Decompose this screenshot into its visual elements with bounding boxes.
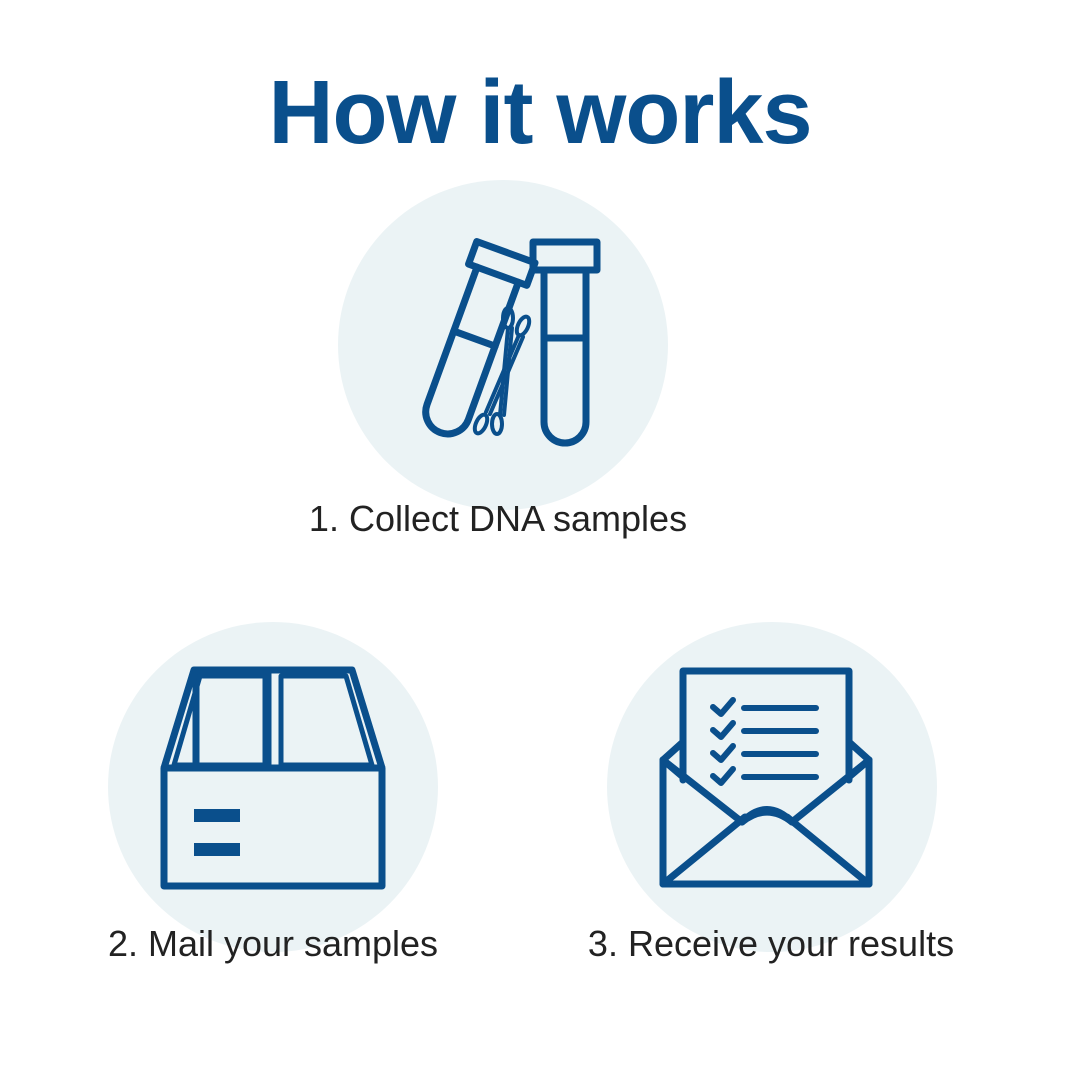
envelope-checklist-icon bbox=[659, 667, 873, 888]
step-collect bbox=[338, 180, 668, 510]
page-title: How it works bbox=[268, 63, 812, 163]
shipping-box-icon bbox=[160, 666, 386, 890]
icon-background-circle bbox=[338, 180, 668, 510]
test-tubes-swabs-icon bbox=[422, 238, 601, 447]
step-3-label: 3. Receive your results bbox=[587, 923, 955, 964]
step-1-label: 1. Collect DNA samples bbox=[308, 498, 688, 539]
step-mail bbox=[108, 622, 438, 952]
step-receive bbox=[607, 622, 937, 952]
step-2-label: 2. Mail your samples bbox=[107, 923, 439, 964]
